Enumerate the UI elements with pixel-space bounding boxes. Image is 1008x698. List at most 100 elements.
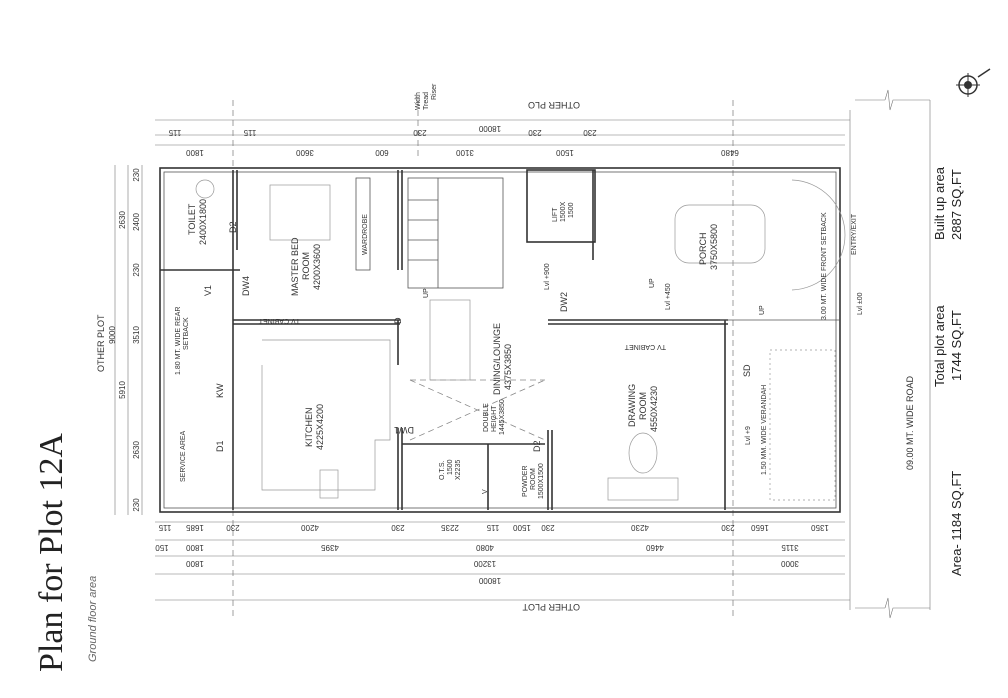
verandah-label: 1.50 MM. WIDE VERANDAH bbox=[761, 385, 768, 475]
dimension-label: 1685 bbox=[186, 523, 204, 532]
dimension-label: 1800 bbox=[186, 559, 204, 568]
dimension-label: 6480 bbox=[721, 148, 739, 157]
tv-cabinet-label: TV CABINET bbox=[624, 343, 666, 350]
dimension-label: 5910 bbox=[118, 381, 127, 399]
plot-lines bbox=[155, 89, 931, 620]
area-value: Area- 1184 SQ.FT bbox=[949, 471, 964, 576]
dimension-label: 3600 bbox=[296, 148, 314, 157]
dimension-label: 4200 bbox=[301, 523, 319, 532]
dimension-labels: 18000 115 115 230 230 230 1800 3600 600 3100 1500 6… bbox=[108, 124, 829, 585]
washbasin-icon bbox=[195, 179, 215, 199]
drawing-room-label: ROOM bbox=[638, 392, 648, 420]
dining-size: 4375X3850 bbox=[503, 344, 513, 390]
stove-icon bbox=[319, 469, 339, 499]
porch-label: PORCH bbox=[698, 232, 708, 265]
front-setback-label: 3.00 MT. WIDE FRONT SETBACK bbox=[821, 212, 828, 320]
master-bed-label: ROOM bbox=[301, 252, 311, 280]
powder-room-label: ROOM bbox=[530, 468, 537, 490]
up-label: UP bbox=[423, 288, 430, 298]
up-label: UP bbox=[649, 278, 656, 288]
rear-setback-label: 1.80 MT. WIDE REAR bbox=[175, 307, 182, 375]
ots-size: 1500 bbox=[447, 459, 454, 475]
dimension-label: 1500 bbox=[556, 148, 574, 157]
double-height-label: DOUBLE bbox=[483, 403, 490, 432]
door-tag: D bbox=[393, 317, 403, 324]
kitchen-label: KITCHEN bbox=[304, 407, 314, 447]
toilet-size: 2400X1800 bbox=[198, 199, 208, 245]
wardrobe-label: WARDROBE bbox=[362, 214, 369, 255]
dimension-label: 115 bbox=[243, 128, 256, 137]
rear-setback-label: SETBACK bbox=[183, 317, 190, 350]
dimension-label: 13200 bbox=[473, 559, 496, 568]
door-tag: D2 bbox=[532, 440, 542, 452]
ots-label: O.T.S. bbox=[439, 460, 446, 480]
dimension-label: 230 bbox=[721, 523, 735, 532]
car-icon bbox=[674, 204, 766, 264]
master-bed-size: 4200X3600 bbox=[312, 244, 322, 290]
dimension-label: 2630 bbox=[132, 441, 141, 459]
lift-size: 1500 bbox=[568, 202, 575, 218]
entry-exit-label: ENTRY/EXIT bbox=[851, 213, 858, 255]
dimension-label: 1800 bbox=[186, 543, 204, 552]
walls bbox=[159, 167, 846, 513]
dimension-label: 230 bbox=[226, 523, 240, 532]
dimension-label: 1650 bbox=[751, 523, 769, 532]
door-tag: D2 bbox=[228, 221, 238, 233]
plot-area-value: 1744 SQ.FT bbox=[949, 310, 964, 381]
level-tag: Lvl +9 bbox=[745, 426, 752, 445]
tv-cabinet-label: TV CABINET bbox=[258, 317, 300, 324]
room-labels: TOILET 2400X1800 MASTER BED ROOM 4200X36… bbox=[175, 199, 858, 499]
dining-table-icon bbox=[429, 299, 471, 381]
top-neighbor-label: OTHER PLO bbox=[528, 100, 580, 110]
dimension-label: 1800 bbox=[186, 148, 204, 157]
porch-size: 3750X5800 bbox=[709, 224, 719, 270]
dimension-label: 230 bbox=[583, 128, 597, 137]
toilet-label: TOILET bbox=[187, 203, 197, 235]
stair-note: Tread bbox=[423, 92, 430, 110]
dimension-label: 230 bbox=[413, 128, 427, 137]
dimension-label: 1500 bbox=[513, 523, 531, 532]
dimension-label: 230 bbox=[132, 263, 141, 277]
stair-note: Width bbox=[415, 92, 422, 110]
level-tag: Lvl +900 bbox=[544, 263, 551, 290]
built-up-area-label: Built up area bbox=[932, 166, 947, 240]
road-label: 09.00 MT. WIDE ROAD bbox=[905, 375, 915, 470]
dimension-label: 230 bbox=[132, 498, 141, 512]
dimension-label: 2400 bbox=[132, 213, 141, 231]
dimension-label: 150 bbox=[155, 543, 169, 552]
plan-title: Plan for Plot 12A bbox=[33, 433, 70, 672]
dimension-label: 4460 bbox=[646, 543, 664, 552]
dimension-label: 230 bbox=[132, 168, 141, 182]
dimension-label: 4230 bbox=[631, 523, 649, 532]
opening-tags: D2 V1 DW4 KW D1 D DW1 V D2 DW2 SD UP UP … bbox=[203, 221, 864, 494]
dimension-label: 18000 bbox=[478, 576, 501, 585]
lift-label: LIFT bbox=[552, 207, 559, 222]
up-label: UP bbox=[759, 305, 766, 315]
level-tag: Lvl +450 bbox=[665, 283, 672, 310]
dimension-label: 230 bbox=[541, 523, 555, 532]
dimension-label: 115 bbox=[486, 523, 499, 532]
north-arrow-icon bbox=[956, 68, 991, 97]
dimension-label: 9000 bbox=[108, 326, 117, 344]
door-tag: DW1 bbox=[394, 425, 414, 435]
furniture bbox=[195, 179, 836, 501]
drawing-room-size: 4550X4230 bbox=[649, 386, 659, 432]
dimension-label: 3100 bbox=[456, 148, 474, 157]
double-height-label: HEIGHT bbox=[491, 405, 498, 432]
dimension-label: 3510 bbox=[132, 326, 141, 344]
dimension-label: 1350 bbox=[811, 523, 829, 532]
dimension-label: 2630 bbox=[118, 211, 127, 229]
dimension-label: 115 bbox=[168, 128, 181, 137]
powder-room-size: 1500X1500 bbox=[538, 463, 545, 499]
dimension-label: 230 bbox=[528, 128, 542, 137]
dimension-label: 2235 bbox=[441, 523, 459, 532]
dimension-label: 4395 bbox=[321, 543, 339, 552]
dimension-label: 18000 bbox=[478, 124, 501, 133]
dimension-label: 600 bbox=[375, 148, 389, 157]
door-tag: DW2 bbox=[559, 292, 569, 312]
garden-icon bbox=[769, 349, 836, 501]
service-area-label: SERVICE AREA bbox=[180, 430, 187, 482]
ventilator-tag: V1 bbox=[203, 285, 213, 296]
dimension-label: 115 bbox=[158, 523, 171, 532]
